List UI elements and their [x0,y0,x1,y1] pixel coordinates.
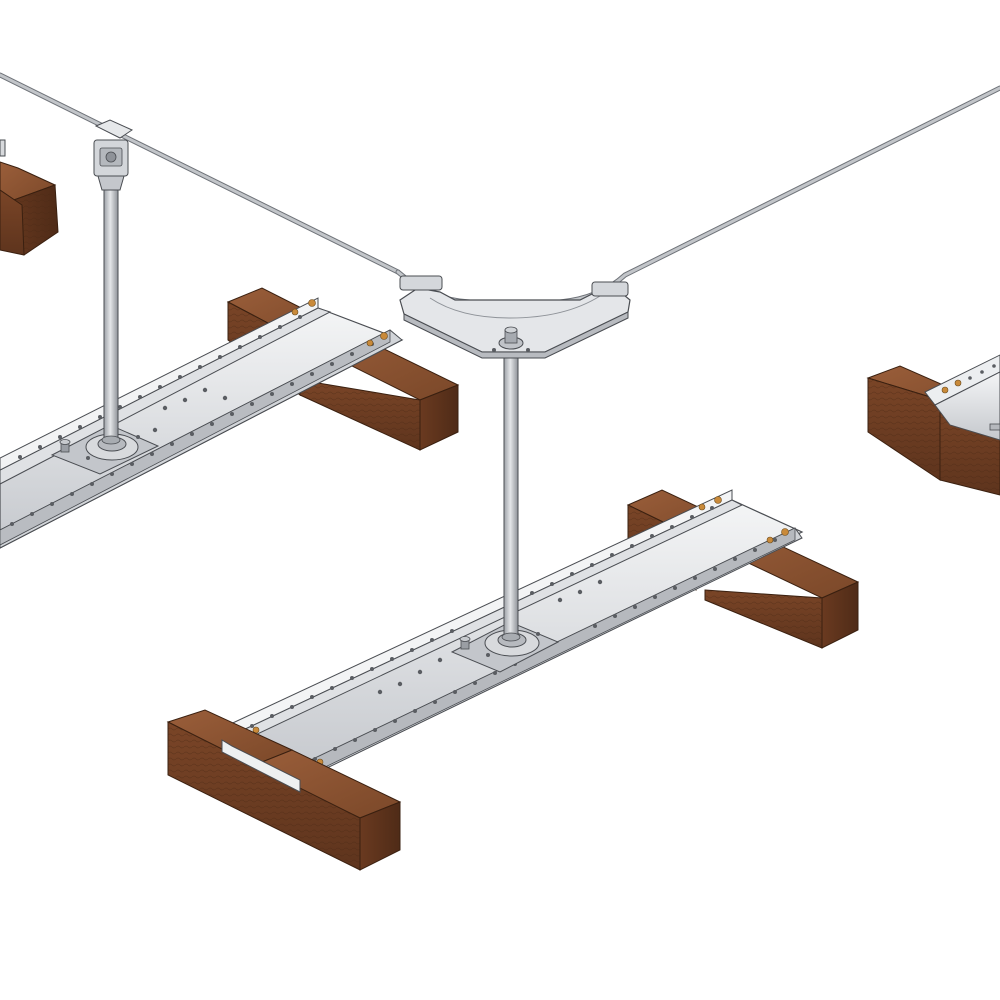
rail-clip [0,139,6,157]
rail-holes [250,506,777,761]
wood-block [0,161,59,256]
support-post [501,351,521,642]
rail-holes [10,315,374,526]
cable-corner-bracket [399,275,631,359]
ladder-rail [0,297,404,549]
wood-block [166,709,402,871]
anchor-bolt [59,439,71,453]
rail-end [221,739,301,793]
lifeline-cable [0,72,1000,305]
cable-intermediate-bracket [93,119,134,191]
brass-bolts [291,299,388,347]
support-post [101,184,121,445]
ladder-rail [924,354,1000,441]
anchor-bolt [459,636,471,650]
